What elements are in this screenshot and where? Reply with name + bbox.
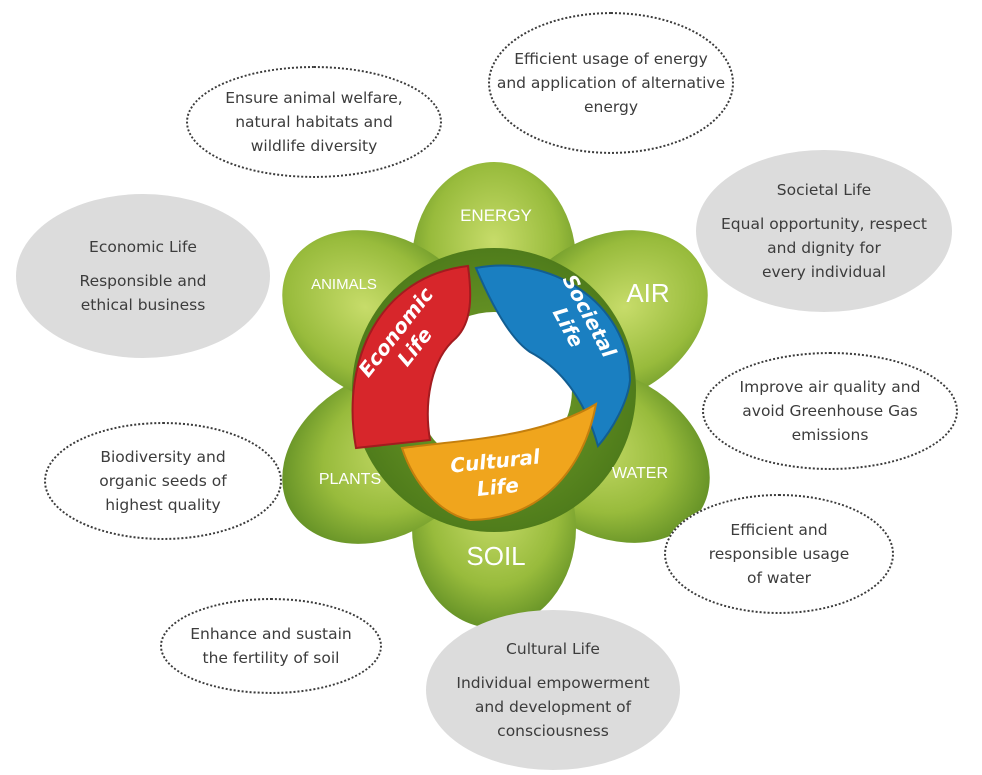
energy-goal-line3: energy [583, 98, 638, 116]
animal-goal-line1: Ensure animal welfare, [225, 89, 403, 107]
cultural-life-arc [400, 401, 598, 522]
energy-goal-line1: Efficient usage of energy [514, 50, 708, 68]
animal-goal-bubble: Ensure animal welfare, natural habitats … [186, 66, 442, 178]
animal-goal-line2: natural habitats and [235, 113, 393, 131]
petal-label-soil: SOIL [466, 541, 525, 571]
air-goal-line2: avoid Greenhouse Gas [742, 402, 918, 420]
cultural-life-title: Cultural Life [506, 640, 600, 658]
societal-life-arc [474, 264, 632, 449]
societal-life-line2: and dignity for [767, 239, 881, 257]
economic-life-arc [351, 264, 472, 450]
water-goal-line3: of water [746, 569, 812, 587]
air-goal-bubble: Improve air quality and avoid Greenhouse… [702, 352, 958, 470]
societal-life-line3: every individual [762, 263, 886, 281]
societal-life-line1: Equal opportunity, respect [721, 215, 927, 233]
economic-life-title: Economic Life [89, 238, 197, 256]
petal-label-plants: PLANTS [319, 471, 381, 488]
animal-goal-line3: wildlife diversity [250, 137, 378, 155]
water-goal-line2: responsible usage [708, 545, 850, 563]
air-goal-line3: emissions [791, 426, 869, 444]
plants-goal-line3: highest quality [105, 496, 221, 514]
water-goal-bubble: Efficient and responsible usage of water [664, 494, 894, 614]
water-goal-line1: Efficient and [730, 521, 828, 539]
economic-life-line1: Responsible and [79, 272, 207, 290]
cultural-life-line2: and development of [474, 698, 632, 716]
air-goal-line1: Improve air quality and [739, 378, 921, 396]
soil-goal-bubble: Enhance and sustain the fertility of soi… [160, 598, 382, 694]
petal-label-energy: ENERGY [460, 206, 532, 225]
energy-goal-line2: and application of alternative [496, 74, 726, 92]
cultural-life-line2: Life [476, 473, 520, 501]
soil-goal-line1: Enhance and sustain [190, 625, 352, 643]
plants-goal-line2: organic seeds of [99, 472, 227, 490]
cultural-life-line1: Individual empowerment [456, 674, 650, 692]
soil-goal-line2: the fertility of soil [202, 649, 340, 667]
petal-label-animals: ANIMALS [311, 276, 377, 293]
cultural-life-line3: consciousness [497, 722, 609, 740]
cultural-life-bubble: Cultural Life Individual empowerment and… [426, 610, 680, 770]
societal-life-title: Societal Life [776, 181, 872, 199]
energy-goal-bubble: Efficient usage of energy and applicatio… [488, 12, 734, 154]
economic-life-bubble: Economic Life Responsible and ethical bu… [16, 194, 270, 358]
societal-life-bubble: Societal Life Equal opportunity, respect… [696, 150, 952, 312]
economic-life-line2: ethical business [80, 296, 206, 314]
petal-label-water: WATER [612, 465, 668, 482]
plants-goal-line1: Biodiversity and [100, 448, 226, 466]
petal-label-air: AIR [626, 278, 669, 308]
plants-goal-bubble: Biodiversity and organic seeds of highes… [44, 422, 282, 540]
